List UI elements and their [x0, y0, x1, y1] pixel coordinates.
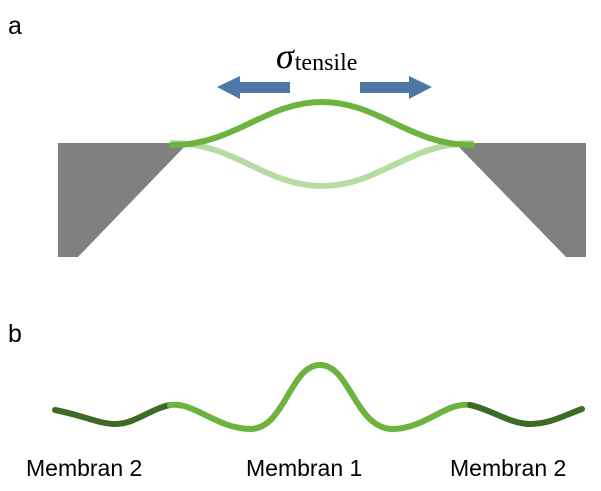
sigma-symbol: σ [276, 36, 294, 76]
membrane2-right [467, 402, 585, 428]
membrane-label-right: Membran 2 [450, 455, 567, 481]
membrane-deflected-down [169, 140, 475, 190]
membrane2-left [52, 402, 173, 428]
membrane-label-middle: Membran 1 [246, 455, 363, 481]
panel-b-label: b [8, 320, 22, 348]
right-frame-support [455, 143, 586, 257]
tensile-stress-label: σtensile [276, 36, 358, 76]
arrow-right [360, 76, 432, 99]
sigma-subscript: tensile [294, 50, 358, 76]
membrane-deflected-up [169, 98, 475, 148]
arrow-left [217, 76, 290, 99]
membrane1-middle [167, 361, 473, 433]
left-frame-support [58, 143, 188, 257]
membrane-label-left: Membran 2 [26, 455, 143, 481]
panel-a-label: a [8, 12, 22, 40]
